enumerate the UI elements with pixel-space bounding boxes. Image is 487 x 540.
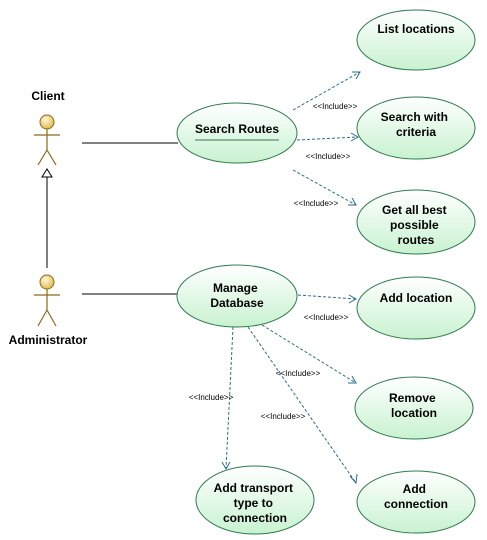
actor-client-head bbox=[39, 114, 55, 130]
use-case-search-with-criteria[interactable]: Search with criteria bbox=[356, 96, 476, 160]
use-case-label: Manage bbox=[213, 281, 258, 295]
include-search-to-list bbox=[292, 71, 361, 111]
use-case-label: criteria bbox=[396, 125, 436, 139]
svg-text:Search with criteria: Search with criteria bbox=[381, 110, 452, 139]
use-case-label: Search with bbox=[381, 110, 448, 124]
svg-text:List locations: List locations bbox=[377, 22, 455, 36]
include-label: <<Include>> bbox=[189, 393, 234, 402]
use-case-add-location[interactable]: Add location bbox=[356, 276, 476, 340]
include-search-to-criteria bbox=[296, 132, 360, 142]
actor-client-label: Client bbox=[31, 89, 64, 103]
svg-text:Add location: Add location bbox=[380, 291, 453, 305]
use-case-manage-database[interactable]: Manage Database bbox=[176, 264, 298, 328]
svg-text:Remove location: Remove location bbox=[389, 391, 439, 420]
include-label: <<Include>> bbox=[276, 369, 321, 378]
use-case-label: Add location bbox=[380, 291, 453, 305]
use-case-label: Get all best bbox=[382, 203, 447, 217]
use-case-label: connection bbox=[384, 497, 448, 511]
actor-administrator-head bbox=[39, 274, 55, 290]
use-case-get-all-best-routes[interactable]: Get all best possible routes bbox=[356, 189, 476, 255]
use-case-label: Database bbox=[210, 296, 264, 310]
include-manage-to-add-location bbox=[297, 294, 358, 304]
include-search-to-best-routes bbox=[292, 169, 357, 206]
use-case-label: location bbox=[391, 406, 437, 420]
use-case-label: connection bbox=[223, 511, 287, 525]
include-manage-to-remove-location bbox=[261, 324, 357, 384]
use-case-list-locations[interactable]: List locations bbox=[356, 9, 476, 71]
include-manage-to-add-connection bbox=[247, 326, 358, 485]
include-label: <<Include>> bbox=[261, 412, 306, 421]
use-case-remove-location[interactable]: Remove location bbox=[354, 376, 474, 440]
use-case-label: Search Routes bbox=[195, 122, 279, 136]
use-case-label: Add transport bbox=[214, 481, 293, 495]
actor-client[interactable]: Client bbox=[31, 89, 65, 166]
use-case-label: possible bbox=[390, 218, 439, 232]
use-case-add-connection[interactable]: Add connection bbox=[356, 470, 476, 534]
include-label: <<Include>> bbox=[306, 152, 351, 161]
use-case-search-routes[interactable]: Search Routes bbox=[176, 102, 298, 164]
svg-text:Add transport type to: Add transport type to connection bbox=[214, 481, 297, 525]
include-manage-to-add-transport bbox=[221, 326, 234, 471]
include-label: <<Include>> bbox=[313, 102, 358, 111]
include-label: <<Include>> bbox=[294, 199, 339, 208]
use-case-label: type to bbox=[234, 496, 273, 510]
svg-text:Add connection: Add connection bbox=[384, 482, 448, 511]
use-case-label: Remove bbox=[389, 391, 436, 405]
use-case-label: Add bbox=[403, 482, 426, 496]
svg-text:Search Routes: Search Routes bbox=[195, 122, 279, 136]
actor-administrator[interactable]: Administrator bbox=[9, 274, 88, 347]
use-case-label: routes bbox=[398, 233, 435, 247]
generalization-arrow bbox=[41, 168, 53, 268]
use-case-label: List locations bbox=[377, 22, 455, 36]
include-label: <<Include>> bbox=[304, 313, 349, 322]
svg-text:Get all best possible: Get all best possible routes bbox=[382, 203, 450, 247]
svg-text:Manage Database: Manage Database bbox=[210, 281, 264, 310]
use-case-add-transport-type[interactable]: Add transport type to connection bbox=[195, 465, 315, 535]
actor-administrator-label: Administrator bbox=[9, 333, 88, 347]
